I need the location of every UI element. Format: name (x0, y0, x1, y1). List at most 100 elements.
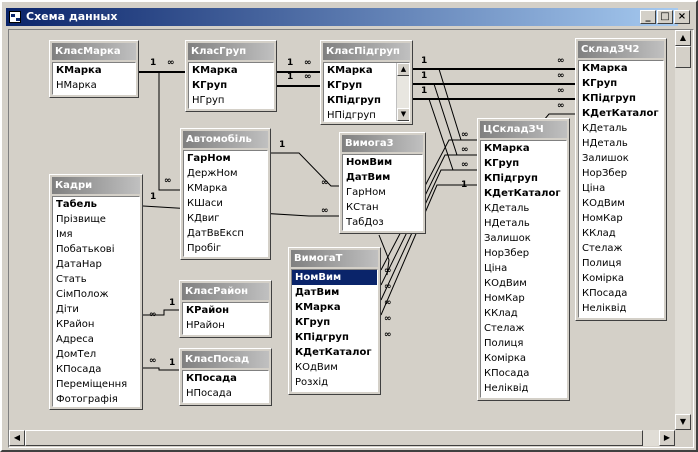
field-item[interactable]: НРайон (186, 320, 225, 331)
scroll-down-icon[interactable]: ▼ (397, 108, 409, 121)
field-item[interactable]: КРайон (186, 305, 230, 316)
field-item[interactable]: НПідгруп (327, 110, 376, 121)
field-item[interactable]: КШаси (187, 198, 223, 209)
table-title[interactable]: Кадри (52, 177, 140, 194)
field-item[interactable]: КПідгруп (484, 173, 538, 184)
field-item[interactable]: КГруп (327, 80, 363, 91)
table-skladzch2[interactable]: СкладЗЧ2 КМарка КГруп КПідгруп КДетКатал… (575, 38, 667, 321)
field-item[interactable]: ДержНом (187, 168, 238, 179)
field-item[interactable]: ДатаНар (56, 259, 102, 270)
field-item[interactable]: Пробіг (187, 243, 222, 254)
field-item[interactable]: КГруп (582, 78, 618, 89)
field-item[interactable]: КСтан (346, 202, 379, 213)
field-item[interactable]: НГруп (192, 95, 225, 106)
relationships-icon[interactable] (9, 11, 21, 23)
table-title[interactable]: Вимога3 (342, 135, 423, 152)
table-avtomobil[interactable]: Автомобіль ГарНом ДержНом КМарка КШаси К… (180, 128, 271, 260)
table-klaspidgrup[interactable]: КласПідгруп КМарка КГруп КПідгруп НПідгр… (320, 40, 413, 125)
field-item[interactable]: КМарка (327, 65, 373, 76)
field-item[interactable]: Залишок (582, 153, 629, 164)
field-item[interactable]: КОдВим (582, 198, 625, 209)
horizontal-scroll-thumb[interactable] (25, 430, 643, 446)
field-list[interactable]: КМарка КГруп КПідгруп КДетКаталог КДетал… (578, 60, 664, 318)
field-item-selected[interactable]: НомВим (292, 270, 377, 285)
field-item[interactable]: КПідгруп (582, 93, 636, 104)
table-klasrayon[interactable]: КласРайон КРайон НРайон (179, 280, 272, 338)
field-item[interactable]: КМарка (192, 65, 238, 76)
field-item[interactable]: КГруп (192, 80, 228, 91)
field-item[interactable]: НорЗбер (582, 168, 628, 179)
field-item[interactable]: ТабДоз (346, 217, 384, 228)
field-item[interactable]: Діти (56, 304, 79, 315)
field-item[interactable]: КМарка (582, 63, 628, 74)
vertical-scrollbar[interactable]: ▲ ▼ (675, 30, 691, 430)
field-item[interactable]: КДеталь (484, 203, 530, 214)
field-item[interactable]: ГарНом (346, 187, 386, 198)
field-item[interactable]: Стать (56, 274, 87, 285)
field-item[interactable]: КДвиг (187, 213, 220, 224)
vertical-scroll-thumb[interactable] (675, 46, 691, 68)
field-item[interactable]: КРайон (56, 319, 95, 330)
field-list[interactable]: ГарНом ДержНом КМарка КШаси КДвиг ДатВвЕ… (183, 150, 268, 257)
field-item[interactable]: КМарка (484, 143, 530, 154)
diagram-canvas[interactable]: 1 ∞ ∞ 1 ∞ 1 ∞ 1 1 1 ∞ ∞ ∞ ∞ ∞ ∞ ∞ 1 1 ∞ … (8, 29, 694, 448)
field-item[interactable]: НомВим (346, 157, 393, 168)
table-title[interactable]: ЦСкладЗЧ (480, 121, 567, 138)
field-item[interactable]: НДеталь (484, 218, 530, 229)
field-item[interactable]: КПідгруп (295, 332, 349, 343)
field-list[interactable]: НомВим ДатВим КМарка КГруп КПідгруп КДет… (291, 269, 378, 392)
field-item[interactable]: Неліквід (582, 303, 627, 314)
field-item[interactable]: КПосада (582, 288, 628, 299)
field-item[interactable]: ДатВим (295, 287, 340, 298)
field-item[interactable]: Прізвище (56, 214, 106, 225)
table-title[interactable]: ВимогаТ (291, 250, 378, 267)
field-item[interactable]: Стелаж (484, 323, 525, 334)
field-item[interactable]: КПосада (186, 373, 237, 384)
field-item[interactable]: СімПолож (56, 289, 109, 300)
table-title[interactable]: КласГруп (188, 43, 274, 60)
field-item[interactable]: ККлад (484, 308, 518, 319)
table-klasgrup[interactable]: КласГруп КМарка КГруп НГруп (185, 40, 277, 112)
title-bar[interactable]: Схема данных _ □ × (6, 8, 690, 26)
field-item[interactable]: ГарНом (187, 153, 231, 164)
table-title[interactable]: Автомобіль (183, 131, 268, 148)
horizontal-scrollbar[interactable]: ◀ ▶ (9, 430, 675, 446)
field-list[interactable]: КМарка НМарка (52, 62, 136, 95)
field-item[interactable]: НомКар (484, 293, 525, 304)
field-item[interactable]: Табель (56, 199, 97, 210)
field-item[interactable]: Залишок (484, 233, 531, 244)
table-title[interactable]: СкладЗЧ2 (578, 41, 664, 58)
field-item[interactable]: ДатВим (346, 172, 391, 183)
field-item[interactable]: Ціна (484, 263, 508, 274)
field-item[interactable]: НомКар (582, 213, 623, 224)
field-item[interactable]: КГруп (295, 317, 331, 328)
field-item[interactable]: Полиця (484, 338, 524, 349)
table-kadry[interactable]: Кадри Табель Прізвище Імя Побатькові Дат… (49, 174, 143, 410)
table-vymogat[interactable]: ВимогаТ НомВим ДатВим КМарка КГруп КПідг… (288, 247, 381, 395)
close-button[interactable]: × (674, 10, 690, 24)
field-item[interactable]: ККлад (582, 228, 616, 239)
scroll-down-icon[interactable]: ▼ (675, 414, 691, 430)
table-title[interactable]: КласРайон (182, 283, 269, 300)
table-klasmarka[interactable]: КласМарка КМарка НМарка (49, 40, 139, 98)
field-item[interactable]: НПосада (186, 388, 232, 399)
field-item[interactable]: КМарка (295, 302, 341, 313)
field-list[interactable]: КМарка КГруп КПідгруп НПідгруп ▲ ▼ (323, 62, 410, 122)
scroll-up-icon[interactable]: ▲ (397, 63, 409, 76)
field-item[interactable]: КМарка (56, 65, 102, 76)
field-item[interactable]: Імя (56, 229, 73, 240)
field-item[interactable]: Полиця (582, 258, 622, 269)
scroll-left-icon[interactable]: ◀ (9, 430, 25, 446)
field-item[interactable]: Розхід (295, 377, 329, 388)
field-item[interactable]: НМарка (56, 80, 97, 91)
table-klasposad[interactable]: КласПосад КПосада НПосада (179, 348, 272, 406)
table-title[interactable]: КласПідгруп (323, 43, 410, 60)
minimize-button[interactable]: _ (640, 10, 656, 24)
table-title[interactable]: КласМарка (52, 43, 136, 60)
field-item[interactable]: НорЗбер (484, 248, 530, 259)
field-item[interactable]: Фотографія (56, 394, 118, 405)
field-item[interactable]: Неліквід (484, 383, 529, 394)
field-item[interactable]: КОдВим (484, 278, 527, 289)
field-item[interactable]: ДатВвЕксп (187, 228, 244, 239)
field-item[interactable]: КДеталь (582, 123, 628, 134)
